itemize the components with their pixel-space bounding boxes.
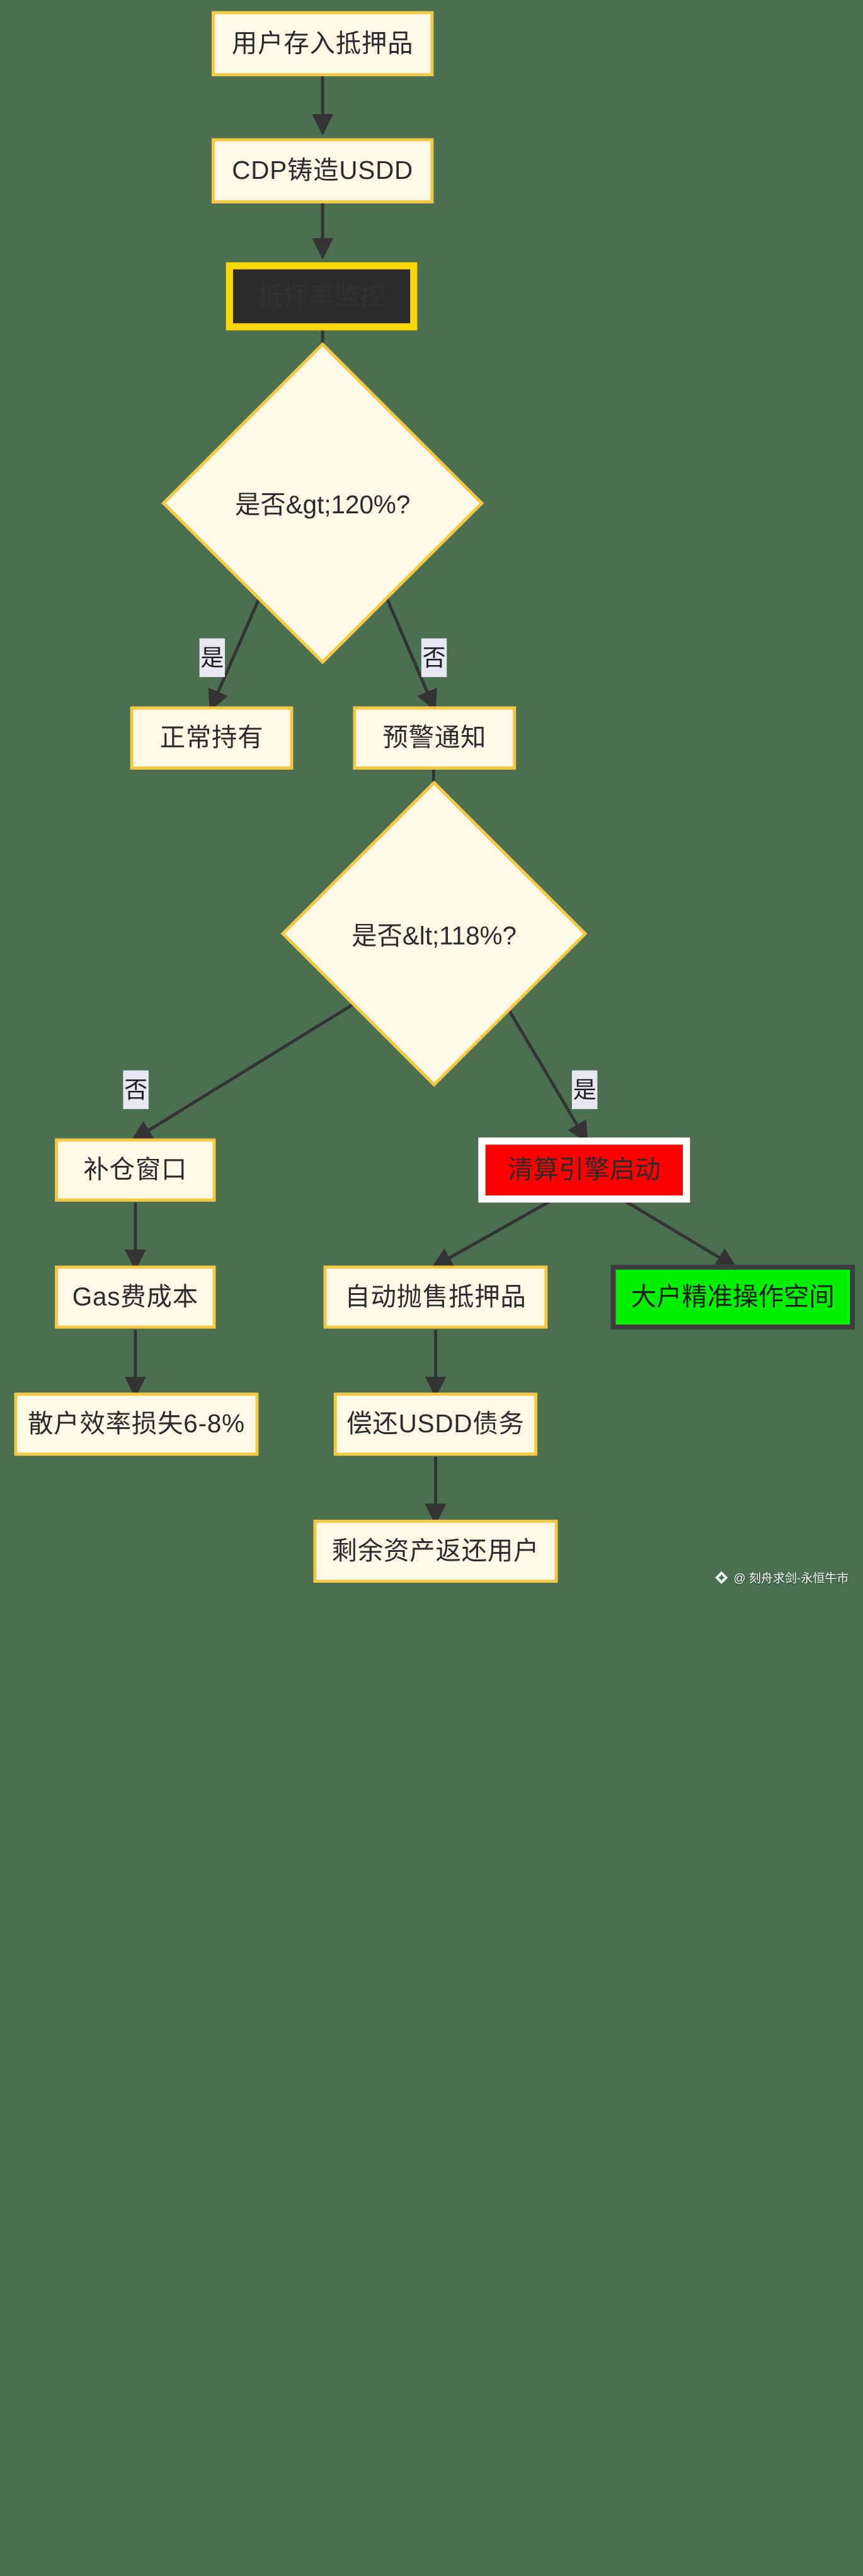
node-normal-holding[interactable]: 正常持有 xyxy=(130,706,294,770)
edge-n7-n10 xyxy=(625,1200,738,1268)
node-label: 用户存入抵押品 xyxy=(231,29,414,58)
decision-above-120-percent[interactable]: 是否&gt;120%? xyxy=(161,342,484,664)
node-retail-efficiency-loss[interactable]: 散户效率损失6-8% xyxy=(14,1393,259,1456)
edge-label-text: 是 xyxy=(200,644,224,671)
node-cdp-mint-usdd[interactable]: CDP铸造USDD xyxy=(212,138,434,203)
watermark-handle: @ 刻舟求剑-永恒牛市 xyxy=(733,1571,849,1585)
node-label: 是否&lt;118%? xyxy=(351,921,517,950)
edge-label-no-d1: 否 xyxy=(421,638,447,677)
watermark: @ 刻舟求剑-永恒牛市 xyxy=(714,1569,849,1586)
node-label: 散户效率损失6-8% xyxy=(28,1410,245,1439)
node-label: 清算引擎启动 xyxy=(508,1156,661,1185)
node-label: 偿还USDD债务 xyxy=(346,1410,525,1439)
edge-label-text: 否 xyxy=(124,1076,148,1103)
node-topup-window[interactable]: 补仓窗口 xyxy=(55,1138,216,1202)
node-auto-sell-collateral[interactable]: 自动抛售抵押品 xyxy=(323,1265,548,1329)
node-label: 自动抛售抵押品 xyxy=(345,1282,527,1312)
node-repay-usdd-debt[interactable]: 偿还USDD债务 xyxy=(333,1393,538,1456)
flowchart-canvas: 用户存入抵押品 CDP铸造USDD 抵押率监控 是否&gt;120%? 正常持有… xyxy=(14,11,855,1586)
edge-n7-n9 xyxy=(431,1200,551,1268)
edge-label-no-d2: 否 xyxy=(123,1070,149,1109)
edge-label-text: 否 xyxy=(422,644,446,671)
node-label: 补仓窗口 xyxy=(83,1156,188,1185)
node-collateral-ratio-monitor[interactable]: 抵押率监控 xyxy=(226,262,418,331)
edge-label-yes-d2: 是 xyxy=(571,1070,598,1109)
node-return-remaining-assets[interactable]: 剩余资产返还用户 xyxy=(313,1519,558,1583)
node-label: 正常持有 xyxy=(159,724,264,753)
edge-label-yes-d1: 是 xyxy=(199,638,226,677)
node-label: 抵押率监控 xyxy=(258,282,386,311)
node-liquidation-engine-start[interactable]: 清算引擎启动 xyxy=(478,1137,690,1203)
node-label: Gas费成本 xyxy=(72,1282,198,1312)
diamond-badge-icon xyxy=(714,1570,728,1584)
edge-label-text: 是 xyxy=(573,1076,597,1103)
node-whale-precision-operation-space[interactable]: 大户精准操作空间 xyxy=(610,1264,855,1330)
node-user-deposit-collateral[interactable]: 用户存入抵押品 xyxy=(212,11,434,77)
node-label: 剩余资产返还用户 xyxy=(331,1537,540,1566)
node-gas-fee-cost[interactable]: Gas费成本 xyxy=(55,1265,216,1329)
node-warning-notice[interactable]: 预警通知 xyxy=(353,706,517,770)
node-label: 是否&gt;120%? xyxy=(234,491,411,520)
node-label: 大户精准操作空间 xyxy=(631,1282,835,1312)
decision-below-118-percent[interactable]: 是否&lt;118%? xyxy=(280,780,588,1087)
node-label: 预警通知 xyxy=(382,724,487,753)
node-label: CDP铸造USDD xyxy=(232,156,414,185)
